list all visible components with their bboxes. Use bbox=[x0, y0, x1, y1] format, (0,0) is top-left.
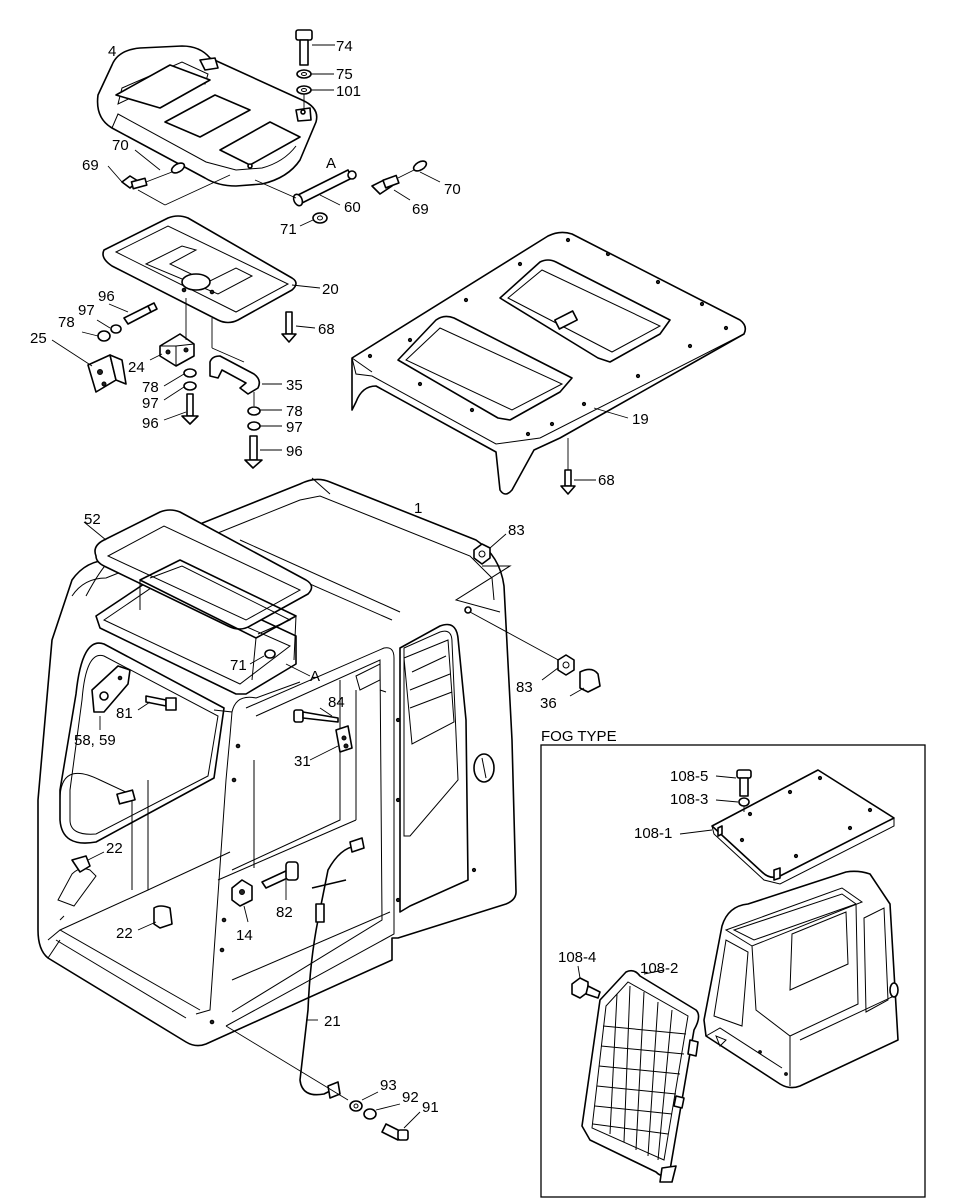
bracket-parts bbox=[51, 298, 282, 469]
label-78-a: 78 bbox=[58, 314, 75, 331]
bracket-14-part bbox=[231, 861, 299, 923]
label-96-c: 96 bbox=[286, 443, 303, 460]
label-68-a: 68 bbox=[318, 321, 335, 338]
label-108-4: 108-4 bbox=[558, 949, 596, 966]
label-92: 92 bbox=[402, 1089, 419, 1106]
label-78-b: 78 bbox=[142, 379, 159, 396]
label-35: 35 bbox=[286, 377, 303, 394]
nuts-83-36-part bbox=[454, 533, 601, 697]
label-93: 93 bbox=[380, 1077, 397, 1094]
clips-22-part bbox=[71, 851, 173, 931]
part-labels: 4 74 75 101 70 69 A 70 60 69 71 20 96 97… bbox=[30, 38, 649, 1116]
label-58-59: 58, 59 bbox=[74, 732, 116, 749]
label-a-mid: A bbox=[310, 668, 320, 685]
label-68-b: 68 bbox=[598, 472, 615, 489]
bolt-74-part bbox=[295, 29, 335, 110]
fog-labels: FOG TYPE 108-5 108-3 108-1 108-4 108-2 bbox=[541, 728, 708, 977]
screw-68-part bbox=[281, 311, 316, 343]
label-96-b: 96 bbox=[142, 415, 159, 432]
label-71-mid: 71 bbox=[230, 657, 247, 674]
label-75: 75 bbox=[336, 66, 353, 83]
handrail-52-part bbox=[83, 509, 313, 681]
label-70-left: 70 bbox=[112, 137, 129, 154]
label-108-1: 108-1 bbox=[634, 825, 672, 842]
fog-type-title: FOG TYPE bbox=[541, 728, 617, 745]
frame-plate-part bbox=[102, 215, 321, 324]
label-97-c: 97 bbox=[286, 419, 303, 436]
label-84: 84 bbox=[328, 694, 345, 711]
label-52: 52 bbox=[84, 511, 101, 528]
label-78-c: 78 bbox=[286, 403, 303, 420]
label-69-left: 69 bbox=[82, 157, 99, 174]
label-96-a: 96 bbox=[98, 288, 115, 305]
label-83-top: 83 bbox=[508, 522, 525, 539]
label-36: 36 bbox=[540, 695, 557, 712]
label-a-top: A bbox=[326, 155, 336, 172]
label-97-a: 97 bbox=[78, 302, 95, 319]
label-108-2: 108-2 bbox=[640, 960, 678, 977]
plate-58-59-part bbox=[91, 665, 177, 730]
cable-21-part bbox=[299, 837, 365, 1099]
label-25: 25 bbox=[30, 330, 47, 347]
label-19: 19 bbox=[632, 411, 649, 428]
label-20: 20 bbox=[322, 281, 339, 298]
label-108-5: 108-5 bbox=[670, 768, 708, 785]
top-cover-part bbox=[96, 45, 318, 187]
label-74: 74 bbox=[336, 38, 353, 55]
label-82: 82 bbox=[276, 904, 293, 921]
fog-type-section bbox=[540, 744, 926, 1198]
fasteners-91-93-part bbox=[225, 1025, 421, 1141]
label-1: 1 bbox=[414, 500, 422, 517]
label-108-3: 108-3 bbox=[670, 791, 708, 808]
label-101: 101 bbox=[336, 83, 361, 100]
label-81: 81 bbox=[116, 705, 133, 722]
label-24: 24 bbox=[128, 359, 145, 376]
front-guard-grid bbox=[581, 969, 700, 1183]
label-97-b: 97 bbox=[142, 395, 159, 412]
washer-71-part bbox=[249, 655, 311, 677]
hinge-pins-part bbox=[107, 149, 441, 227]
label-83-bottom: 83 bbox=[516, 679, 533, 696]
bolt-84-part bbox=[293, 707, 353, 761]
label-21: 21 bbox=[324, 1013, 341, 1030]
label-4: 4 bbox=[108, 43, 116, 60]
label-71-top: 71 bbox=[280, 221, 297, 238]
label-70-right: 70 bbox=[444, 181, 461, 198]
roof-cover-part bbox=[351, 231, 747, 495]
label-22-b: 22 bbox=[116, 925, 133, 942]
roof-screw-holes bbox=[367, 237, 729, 437]
label-14: 14 bbox=[236, 927, 253, 944]
label-31: 31 bbox=[294, 753, 311, 770]
label-91: 91 bbox=[422, 1099, 439, 1116]
label-69-right: 69 bbox=[412, 201, 429, 218]
label-60: 60 bbox=[344, 199, 361, 216]
label-22-a: 22 bbox=[106, 840, 123, 857]
